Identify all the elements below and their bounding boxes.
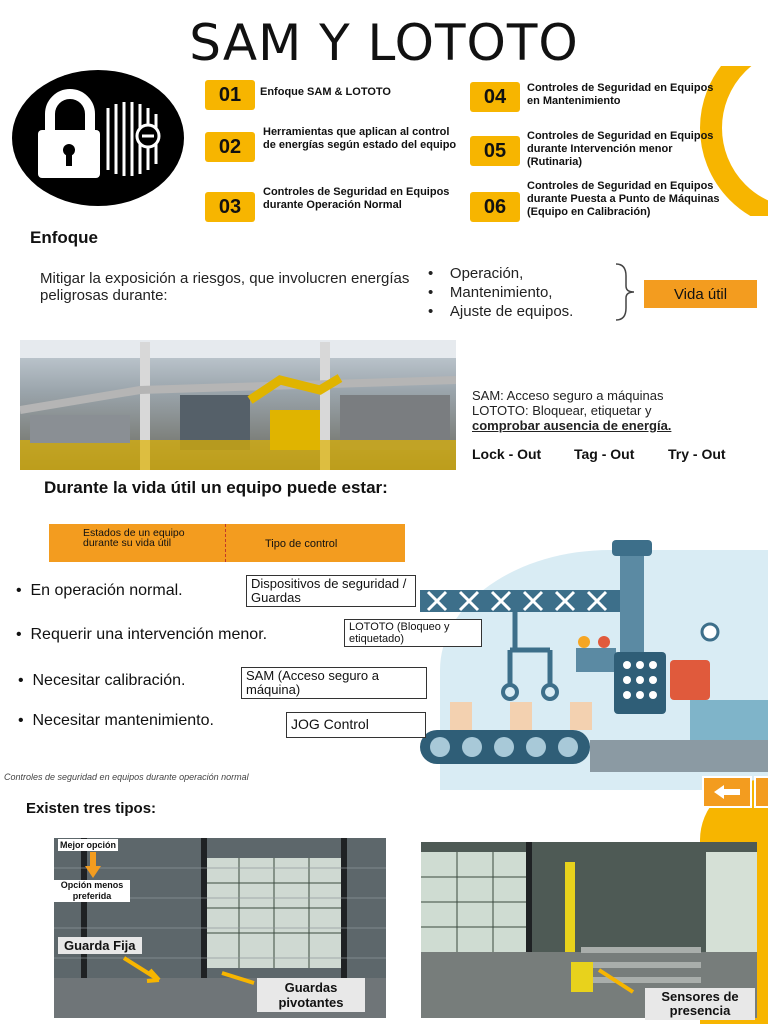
control-box: JOG Control [286,712,426,738]
agenda: 01 Enfoque SAM & LOTOTO 02 Herramientas … [205,74,745,226]
agenda-item-01: Enfoque SAM & LOTOTO [260,86,391,98]
brace-icon [615,263,635,321]
vida-util-badge: Vida útil [644,280,757,308]
sam-line-2: LOTOTO: Bloquear, etiquetar y [472,403,652,418]
enfoque-list: • Operación, • Mantenimiento, • Ajuste d… [428,264,573,321]
agenda-badge-03: 03 [205,192,255,222]
agenda-badge-02: 02 [205,132,255,162]
opcion-menos-label: Opción menos preferida [54,880,130,902]
agenda-item-03: Controles de Seguridad en Equipos durant… [263,186,450,211]
tipos-heading: Existen tres tipos: [26,800,157,817]
guarda-fija-label: Guarda Fija [58,937,142,954]
vida-heading: Durante la vida útil un equipo puede est… [44,478,388,497]
sam-line-1: SAM: Acceso seguro a máquinas [472,388,664,403]
table-header-col2: Tipo de control [265,538,338,550]
lock-logo [12,70,184,206]
agenda-badge-05: 05 [470,136,520,166]
enfoque-list-item-text: Mantenimiento, [449,284,553,301]
agenda-item-06: Controles de Seguridad en Equipos durant… [527,180,720,218]
enfoque-list-item-text: Ajuste de equipos. [449,303,574,320]
enfoque-heading: Enfoque [30,228,98,247]
mejor-opcion-label: Mejor opción [58,839,118,851]
sensores-label: Sensores de presencia [645,988,755,1020]
agenda-item-02: Herramientas que aplican al control de e… [263,126,457,151]
prev-arrow-button[interactable] [702,776,752,808]
arrow-left-icon [714,785,740,799]
table-row-state: • Necesitar calibración. [18,672,186,689]
table-row-state: • En operación normal. [16,582,183,599]
control-box: LOTOTO (Bloqueo y etiquetado) [344,619,482,647]
vida-util-label: Vida útil [673,285,728,303]
agenda-item-05: Controles de Seguridad en Equipos durant… [527,130,714,168]
machine-illustration [420,520,768,790]
table-header: Estados de un equipo durante su vida úti… [49,524,405,562]
agenda-badge-04: 04 [470,82,520,112]
control-box: Dispositivos de seguridad / Guardas [246,575,416,607]
factory-photo [20,340,456,470]
enfoque-list-item: • Ajuste de equipos. [428,303,574,320]
next-arrow-button[interactable] [754,776,768,808]
control-box: SAM (Acceso seguro a máquina) [241,667,427,699]
agenda-badge-06: 06 [470,192,520,222]
state-label: Requerir una intervención menor. [30,626,268,643]
page-title: SAM Y LOTOTO [189,14,579,72]
enfoque-list-item-text: Operación, [449,265,524,282]
table-divider [225,524,226,562]
decorative-corner [690,66,768,216]
presence-sensor-photo [421,842,757,1018]
sam-info: SAM: Acceso seguro a máquinas LOTOTO: Bl… [472,388,671,433]
lock-icon [38,89,161,178]
tag-out-label: Tag - Out [574,446,635,462]
arrow-down-icon [85,852,101,878]
state-label: Necesitar mantenimiento. [32,712,214,729]
enfoque-text: Mitigar la exposición a riesgos, que inv… [40,270,410,304]
lock-out-label: Lock - Out [472,446,542,462]
state-label: Necesitar calibración. [32,672,186,689]
sam-line-3: comprobar ausencia de energía. [472,418,672,433]
table-row-state: • Requerir una intervención menor. [16,626,268,643]
agenda-badge-01: 01 [205,80,255,110]
caption: Controles de seguridad en equipos durant… [4,772,249,782]
try-out-label: Try - Out [668,446,726,462]
table-header-col1: Estados de un equipo durante su vida úti… [83,527,185,549]
guardas-pivotantes-label: Guardas pivotantes [257,978,365,1012]
table-row-state: • Necesitar mantenimiento. [18,712,214,729]
enfoque-list-item: • Mantenimiento, [428,284,553,301]
agenda-item-04: Controles de Seguridad en Equipos en Man… [527,82,714,107]
enfoque-list-item: • Operación, [428,265,524,282]
state-label: En operación normal. [30,582,183,599]
